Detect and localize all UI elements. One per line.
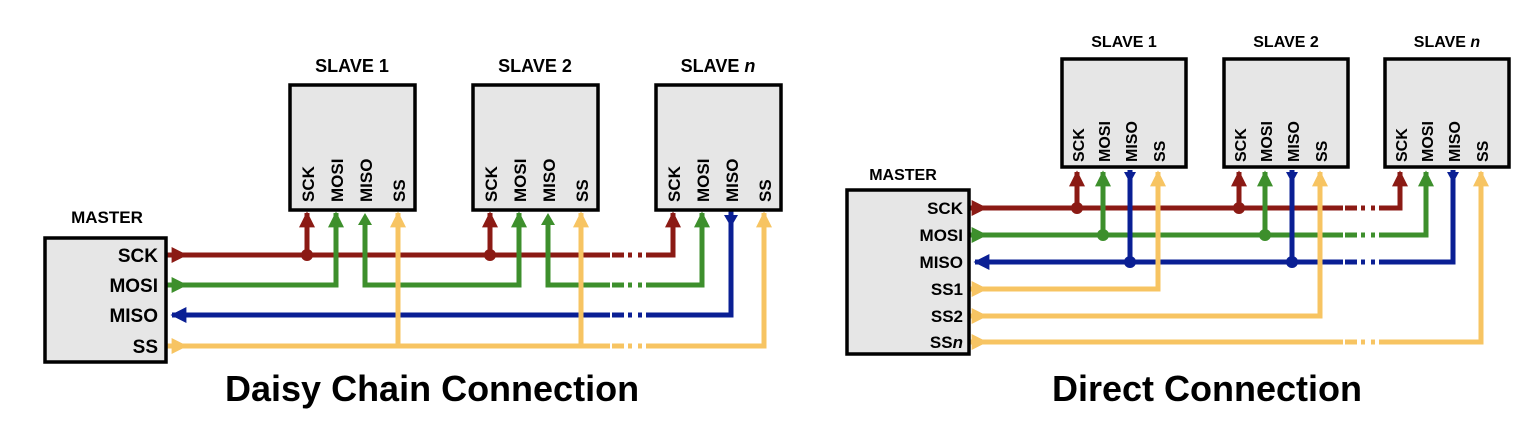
dc-slave1-pin-miso: MISO: [357, 159, 376, 202]
dc-master-pin-ss: SS: [133, 337, 158, 358]
d-slave-title-1: SLAVE 1: [1091, 34, 1157, 51]
dc-slave2-pin-mosi: MOSI: [511, 159, 530, 202]
italic-n: n: [744, 56, 755, 76]
d-miso-arrow-2: [1447, 172, 1459, 183]
dc-slave-title-3: SLAVE n: [681, 56, 756, 76]
d-slave1-pin-ss: SS: [1152, 140, 1169, 162]
dc-slave2-pin-miso: MISO: [540, 159, 559, 202]
d-slave3-pin-mosi: MOSI: [1420, 121, 1437, 162]
dc-miso-out-arrow-2: [541, 213, 555, 225]
direct-connection-caption: Direct Connection: [1052, 368, 1363, 409]
dc-mosi-s1-s2: [362, 211, 528, 288]
d-ss3-line: [969, 170, 1490, 345]
italic-n: n: [1470, 34, 1480, 51]
dc-slave-box-1: [288, 83, 417, 212]
d-slave3-pin-sck: SCK: [1394, 128, 1411, 162]
daisy-chain-caption: Daisy Chain Connection: [225, 368, 640, 409]
dc-slave-box-2: [471, 83, 600, 212]
d-miso-arrow-0: [1124, 172, 1136, 183]
d-mosi-dot-1: [1259, 229, 1271, 241]
d-miso-rail: [973, 170, 1456, 271]
d-slave3-pin-miso: MISO: [1447, 121, 1464, 162]
dc-sck-dot-1: [484, 249, 496, 261]
d-sck-dot-1: [1233, 202, 1245, 214]
dc-slave1-pin-mosi: MOSI: [328, 159, 347, 202]
d-slave-box-2: [1222, 57, 1350, 169]
dc-slave3-pin-sck: SCK: [665, 165, 684, 202]
d-miso-arrow-1: [1286, 172, 1298, 183]
dc-miso-in-arrow: [724, 215, 738, 227]
dc-slave1-pin-sck: SCK: [299, 165, 318, 202]
d-miso-dot-0: [1124, 256, 1136, 268]
dc-slave-title-1: SLAVE 1: [315, 56, 389, 76]
d-master-pin-mosi: MOSI: [920, 226, 963, 245]
d-ss2-line: [969, 170, 1329, 319]
dc-ss-rail: [166, 211, 773, 349]
d-slave2-pin-miso: MISO: [1286, 121, 1303, 162]
labels: MASTER SCK MOSI MISO SS SLAVE 1 SCK MOSI MISO SS S…: [71, 34, 1492, 358]
dc-master-box: [43, 236, 168, 364]
d-slave3-pin-ss: SS: [1475, 140, 1492, 162]
d-master-title: MASTER: [869, 167, 937, 184]
dc-sck-dot-0: [301, 249, 313, 261]
d-slave2-pin-mosi: MOSI: [1259, 121, 1276, 162]
d-master-box: [845, 188, 971, 356]
devices: [43, 57, 1511, 364]
d-master-pin-ssn: SSn: [930, 333, 963, 352]
d-slave1-pin-sck: SCK: [1071, 128, 1088, 162]
dc-miso-return: [170, 211, 734, 324]
dc-slave-box-3: [654, 83, 783, 212]
italic-n: n: [953, 333, 963, 352]
dc-slave3-pin-miso: MISO: [723, 159, 742, 202]
dc-slave2-pin-ss: SS: [573, 179, 592, 202]
dc-master-title: MASTER: [71, 208, 143, 227]
d-slave1-pin-miso: MISO: [1124, 121, 1141, 162]
dc-mosi-m-s1: [166, 211, 345, 288]
d-slave1-pin-mosi: MOSI: [1097, 121, 1114, 162]
dc-slave-title-2: SLAVE 2: [498, 56, 572, 76]
dc-master-pin-sck: SCK: [118, 246, 158, 267]
dc-master-pin-mosi: MOSI: [109, 276, 158, 297]
dc-slave1-pin-ss: SS: [390, 179, 409, 202]
dc-sck-tap-2: [650, 211, 682, 258]
d-miso-dot-1: [1286, 256, 1298, 268]
d-sck-dot-0: [1071, 202, 1083, 214]
dc-slave3-pin-mosi: MOSI: [694, 159, 713, 202]
d-slave-box-1: [1060, 57, 1188, 169]
dc-master-pin-miso: MISO: [109, 306, 158, 327]
dc-mosi-to-sn: [650, 211, 711, 288]
d-slave2-pin-sck: SCK: [1233, 128, 1250, 162]
d-slave-title-2: SLAVE 2: [1253, 34, 1319, 51]
d-master-pin-miso: MISO: [920, 253, 963, 272]
d-master-pin-ss1: SS1: [931, 280, 963, 299]
dc-miso-out-arrow-1: [358, 213, 372, 225]
d-master-pin-sck: SCK: [927, 199, 964, 218]
d-slave2-pin-ss: SS: [1314, 140, 1331, 162]
d-master-pin-ss2: SS2: [931, 307, 963, 326]
d-mosi-dot-0: [1097, 229, 1109, 241]
wires: [166, 170, 1490, 355]
d-sck-rail: [969, 170, 1409, 211]
d-ss1-line: [969, 170, 1167, 292]
dc-slave2-pin-sck: SCK: [482, 165, 501, 202]
dc-slave3-pin-ss: SS: [756, 179, 775, 202]
d-slave-box-3: [1383, 57, 1511, 169]
d-mosi-rail: [969, 170, 1435, 238]
d-slave-title-3: SLAVE n: [1414, 34, 1481, 51]
